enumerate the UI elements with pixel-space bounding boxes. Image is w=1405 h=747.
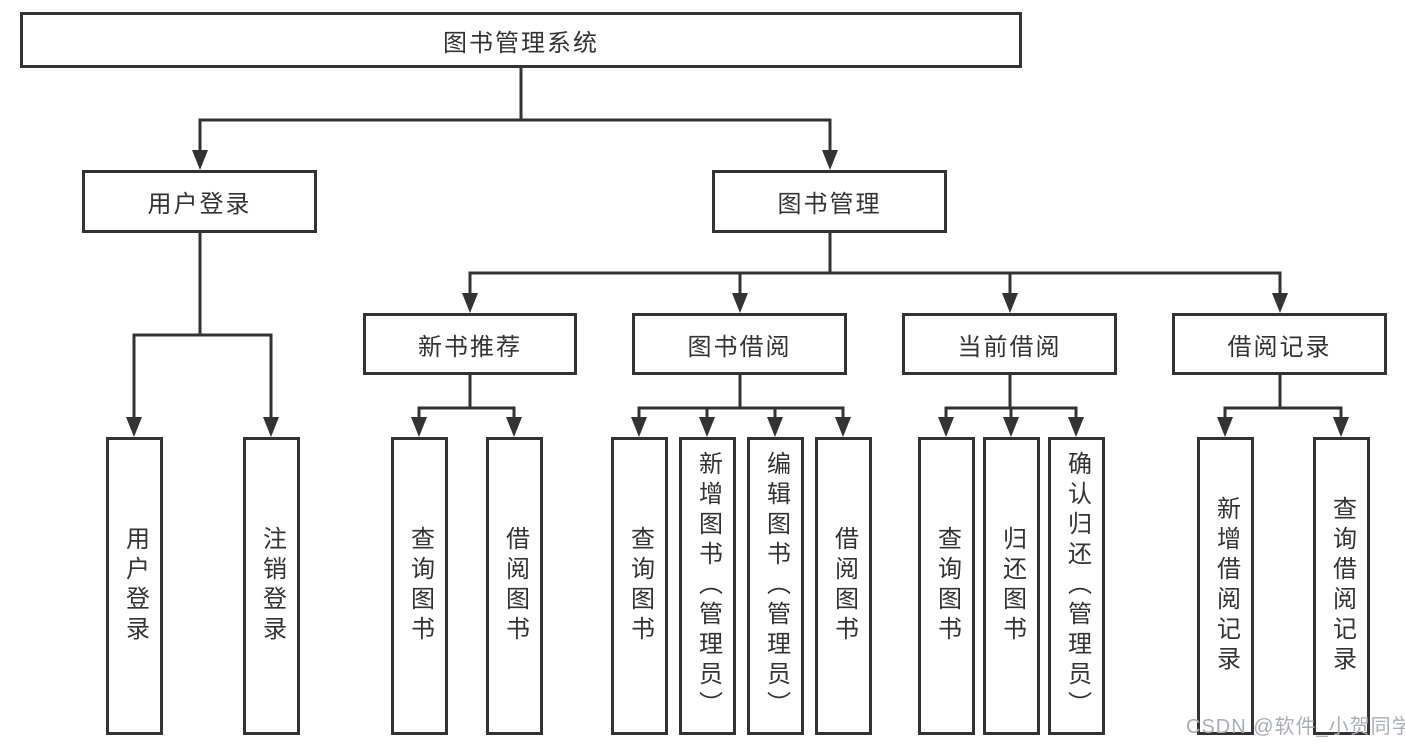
leaf-borrow-books: 借阅图书 (815, 437, 872, 735)
node-current-borrowing: 当前借阅 (902, 313, 1117, 375)
node-label: 查询图书 (406, 526, 434, 646)
node-book-management: 图书管理 (712, 170, 947, 233)
node-label: 图书借阅 (687, 333, 792, 361)
leaf-query-borrow-record: 查询借阅记录 (1313, 437, 1370, 735)
connector-lines (132, 68, 1343, 423)
node-label: 用户登录 (147, 191, 252, 218)
node-book-borrowing: 图书借阅 (632, 313, 847, 375)
node-label: 用户登录 (121, 526, 149, 646)
node-label: 新书推荐 (418, 333, 522, 361)
node-user-login: 用户登录 (82, 170, 317, 233)
node-label: 当前借阅 (957, 333, 1062, 361)
leaf-borrow-books-recommend: 借阅图书 (486, 437, 543, 735)
leaf-user-login: 用户登录 (106, 437, 163, 735)
node-label: 确认归还（管理员） (1063, 451, 1091, 721)
node-label: 新增借阅记录 (1212, 496, 1240, 676)
node-label: 注销登录 (258, 526, 286, 646)
node-label: 新增图书（管理员） (694, 451, 722, 721)
arrowhead-icons (126, 150, 1349, 437)
leaf-query-books-recommend: 查询图书 (391, 437, 448, 735)
csdn-watermark: CSDN @软件_小贺同学 (1186, 716, 1405, 738)
node-label: 查询图书 (933, 526, 961, 646)
node-label: 查询图书 (626, 526, 654, 646)
node-label: 图书管理 (777, 191, 882, 218)
leaf-logout: 注销登录 (243, 437, 300, 735)
leaf-return-book: 归还图书 (983, 437, 1040, 735)
node-label: 借阅记录 (1227, 333, 1332, 361)
node-new-book-recommendation: 新书推荐 (363, 313, 577, 375)
node-label: 查询借阅记录 (1328, 496, 1356, 676)
node-library-system: 图书管理系统 (20, 12, 1022, 68)
node-label: 编辑图书（管理员） (762, 451, 790, 721)
node-label: 借阅图书 (830, 526, 858, 646)
leaf-add-book-admin: 新增图书（管理员） (679, 437, 736, 735)
leaf-query-books-current: 查询图书 (918, 437, 975, 735)
node-label: 归还图书 (998, 526, 1026, 646)
leaf-confirm-return-admin: 确认归还（管理员） (1048, 437, 1105, 735)
leaf-query-books-borrowing: 查询图书 (611, 437, 668, 735)
leaf-edit-book-admin: 编辑图书（管理员） (747, 437, 804, 735)
node-label: 图书管理系统 (443, 29, 599, 57)
node-borrowing-records: 借阅记录 (1172, 313, 1387, 375)
node-label: 借阅图书 (501, 526, 529, 646)
leaf-add-borrow-record: 新增借阅记录 (1197, 437, 1254, 735)
